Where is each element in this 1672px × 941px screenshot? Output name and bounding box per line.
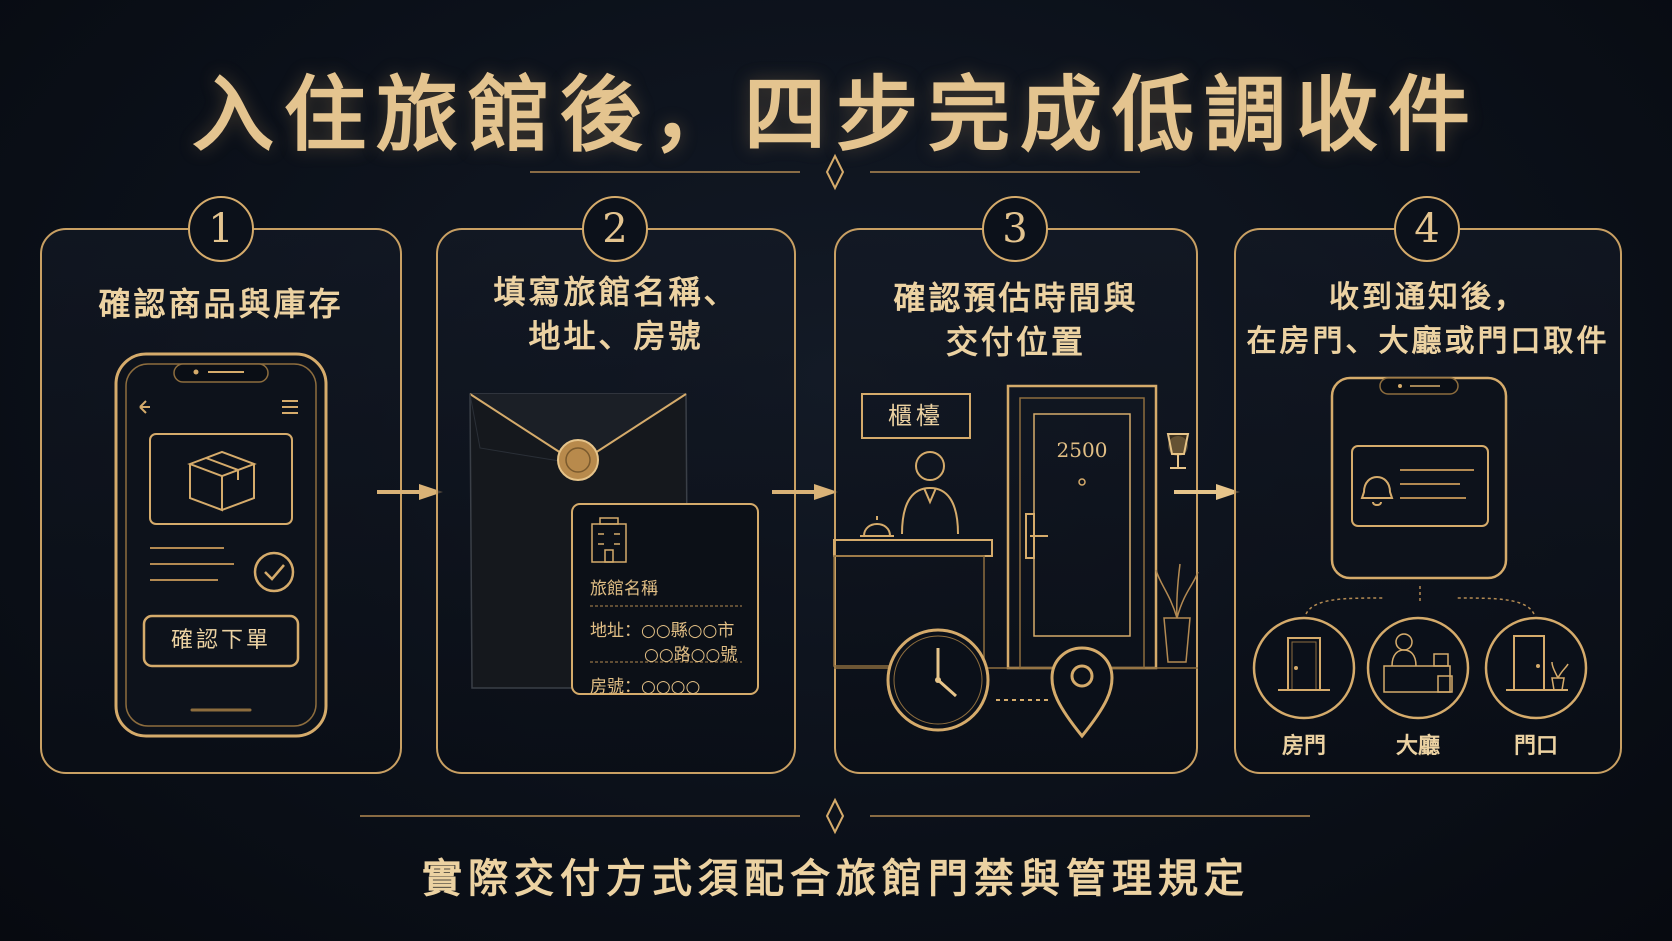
peephole-icon (1078, 478, 1086, 486)
lobby-option-icon (1366, 616, 1470, 720)
confirm-order-button-frame (142, 614, 300, 668)
room-number-plate: 2500 (1056, 438, 1108, 462)
room-door-option-icon (1252, 616, 1356, 720)
lobby-delivery-illustration (833, 384, 1199, 739)
page-title: 入住旅館後，四步完成低調收件 (191, 67, 1480, 163)
envelope-address-card-illustration (469, 393, 759, 695)
label-address-line-1: 地址：○○縣○○市 (590, 621, 735, 641)
label-room-number: 房號：○○○○ (590, 677, 701, 697)
step-title-2: 填寫旅館名稱、 地址、房號 (493, 273, 739, 355)
arrow-right-icon (772, 484, 838, 500)
clock-icon (886, 628, 990, 732)
service-bell-icon (860, 516, 894, 537)
label-hotel-name: 旅館名稱 (590, 579, 658, 599)
step-number-badge-1: 1 (188, 196, 254, 262)
entrance-option-icon (1484, 616, 1588, 720)
door-handle-icon (1025, 513, 1048, 559)
step-title-3: 確認預估時間與 交付位置 (893, 279, 1139, 361)
arrow-right-icon (1174, 484, 1240, 500)
potted-plant-icon (1155, 563, 1199, 663)
diamond-ornament-icon (825, 153, 845, 191)
footer-note: 實際交付方式須配合旅館門禁與管理規定 (422, 855, 1250, 902)
pickup-notification-illustration (1252, 376, 1588, 720)
phone-order-illustration (114, 352, 328, 738)
counter-sign: 櫃檯 (888, 402, 944, 430)
package-box-icon (187, 450, 257, 512)
step-title-1: 確認商品與庫存 (98, 285, 344, 323)
wax-seal-icon (557, 439, 599, 481)
option-label-room-door: 房門 (1281, 733, 1326, 759)
check-circle-icon (253, 551, 295, 593)
step-number-badge-3: 3 (982, 196, 1048, 262)
diamond-ornament-icon (825, 797, 845, 835)
top-divider (530, 153, 1140, 191)
back-arrow-icon (139, 400, 150, 414)
bottom-divider (360, 797, 1310, 835)
wall-lamp-icon (1166, 433, 1190, 469)
menu-icon (282, 400, 298, 414)
step-number-badge-4: 4 (1394, 196, 1460, 262)
option-label-entrance: 門口 (1513, 733, 1558, 759)
confirm-order-button[interactable]: 確認下單 (170, 628, 271, 653)
location-pin-icon (1050, 646, 1114, 739)
hotel-building-icon (591, 517, 627, 563)
receptionist-icon (901, 451, 959, 535)
step-number-badge-2: 2 (582, 196, 648, 262)
bell-notification-icon (1360, 476, 1394, 506)
arrow-right-icon (377, 484, 443, 500)
option-label-lobby: 大廳 (1395, 733, 1440, 759)
step-title-4: 收到通知後， 在房門、大廳或門口取件 (1246, 280, 1610, 359)
label-address-line-2: ○○路○○號 (644, 645, 738, 665)
